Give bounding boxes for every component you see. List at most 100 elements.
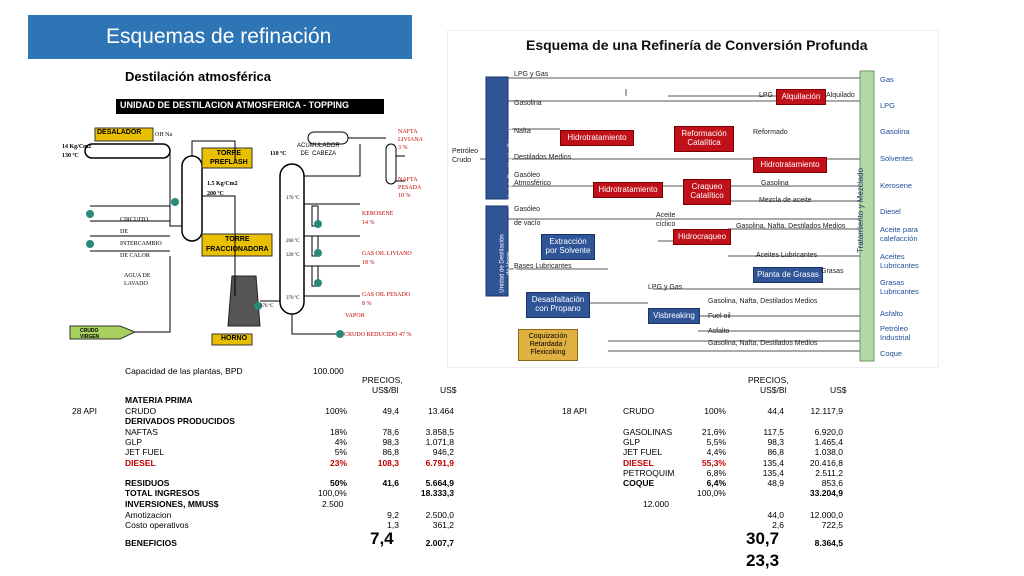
right-row-value: 853,6 (821, 478, 843, 488)
circuito-label: CIRCUITO DE INTERCAMBIO DE CALOR (120, 217, 162, 259)
t130-label: 130 ºC (62, 153, 79, 159)
vapor-label: VAPOR (345, 313, 365, 319)
nafta-pesada-label: NAFTA PESADA 10 % (398, 177, 422, 199)
nafta-liviana-label: NAFTA LIVIANA 3 % (398, 129, 423, 151)
topping-header: UNIDAD DE DESTILACION ATMOSFERICA - TOPP… (120, 100, 350, 110)
output-grasas-lub: Grasas Lubricantes (880, 278, 919, 296)
left-row-price: 41,6 (382, 478, 399, 488)
derivados-label: DERIVADOS PRODUCIDOS (125, 416, 235, 426)
stream-gnd: Gasolina, Nafta, Destilados Medios (736, 223, 846, 230)
left-row-pct: 100% (325, 406, 347, 416)
right-costo-price: 2,6 (772, 520, 784, 530)
craqueo-unit: Craqueo Catalítico (683, 179, 731, 205)
torre-frac-label: TORRE FRACCIONADORA (206, 236, 269, 253)
right-row-value: 1.465,4 (814, 437, 843, 447)
output-aceites-lub: Aceites Lubricantes (880, 252, 919, 270)
planta-grasas-unit: Planta de Grasas (753, 267, 823, 283)
left-row-value: 13.464 (428, 406, 454, 416)
right-row-name: COQUE (623, 478, 655, 488)
gasoil-pesado-label: GAS OIL PESADO 8 % (362, 292, 411, 307)
stream-lpg-gas2: LPG y Gas (648, 284, 683, 291)
stream-gnd2: Gasolina, Nafta, Destilados Medios (708, 298, 818, 305)
torre-preflash-label: TORRE PREFLASH (210, 150, 248, 166)
capacidad-label: Capacidad de las plantas, BPD (125, 366, 243, 376)
stream-gasolina: Gasolina (514, 100, 542, 107)
left-row-name: NAFTAS (125, 427, 158, 437)
right-amort-price: 44,0 (767, 510, 784, 520)
stream-mezcla-aceite: Mezcla de aceite (759, 197, 812, 204)
right-row-price: 86,8 (767, 447, 784, 457)
alquilacion-unit: Alquilación (776, 89, 826, 105)
page-title: Esquemas de refinación (106, 25, 332, 48)
right-row-name: DIESEL (623, 458, 654, 468)
t260-label: 260 ºC (286, 239, 300, 244)
left-amort-value: 2.500,0 (425, 510, 454, 520)
t110-label: 110 ºC (270, 151, 287, 157)
stream-reformado: Reformado (753, 129, 788, 136)
stream-alquilado: Alquilado (826, 92, 855, 99)
inversiones-label: INVERSIONES, MMUS$ (125, 499, 219, 509)
left-row-value: 1.071,8 (425, 437, 454, 447)
left-row-pct: 18% (329, 427, 347, 437)
costo-label: Costo operativos (125, 520, 189, 530)
left-row-pct: 23% (329, 458, 347, 468)
stream-fuel-oil: Fuel oil (708, 313, 731, 320)
right-row-price: 44,4 (767, 406, 784, 416)
output-solventes: Solventes (880, 154, 913, 163)
left-row-pct: 4% (334, 437, 347, 447)
t320-label: 320 ºC (286, 253, 300, 258)
output-gasolina: Gasolina (880, 127, 910, 136)
t370a-label: 370 ºC (286, 296, 300, 301)
left-row-name: RESIDUOS (125, 478, 170, 488)
title-banner: Esquemas de refinación (28, 15, 412, 59)
output-kerosene: Kerosene (880, 181, 913, 190)
output-aceite-calefaccion: Aceite para calefacción (880, 225, 918, 243)
capacidad-value: 100.000 (313, 366, 344, 376)
left-row-price: 78,6 (382, 427, 399, 437)
output-diesel: Diesel (880, 207, 901, 216)
horno-label: HORNO (221, 335, 248, 342)
left-total-pct: 100,0% (318, 488, 347, 498)
crudo-virgen-label: CRUDO VIRGEN (80, 328, 100, 340)
right-row-price: 117,5 (763, 427, 784, 437)
left-row-value: 6.791,9 (425, 458, 454, 468)
refinery-title: Esquema de una Refinería de Conversión P… (526, 37, 868, 53)
stream-lpg-gas: LPG y Gas (514, 71, 549, 78)
right-row-price: 48,9 (767, 478, 784, 488)
left-total-value: 18.333,3 (420, 488, 454, 498)
right-row-pct: 21,6% (701, 427, 726, 437)
ohna-label: OH Na (155, 132, 173, 138)
output-asfalto: Asfalto (880, 309, 903, 318)
t170-label: 170 ºC (286, 196, 300, 201)
stream-gasolina2: Gasolina (761, 180, 789, 187)
right-row-pct: 6,4% (706, 478, 726, 488)
output-lpg: LPG (880, 101, 896, 110)
section-subtitle: Destilación atmosférica (125, 69, 271, 84)
stream-asfalto: Asfalto (708, 328, 730, 335)
right-row-name: GLP (623, 437, 641, 447)
right-row-pct: 100% (704, 406, 726, 416)
stream-lpg: LPG (759, 92, 774, 99)
desalador-label: DESALADOR (97, 129, 142, 136)
right-row-value: 1.038,0 (814, 447, 843, 457)
left-row-price: 86,8 (382, 447, 399, 457)
hidrotratamiento-unit-2: Hidrotratamiento (753, 157, 827, 173)
refinery-diagram: Esquema de una Refinería de Conversión P… (447, 30, 939, 368)
right-row-price: 135,4 (762, 468, 784, 478)
gasoil-liviano-label: GAS OIL LIVIANO 18 % (362, 251, 412, 266)
right-row-value: 20.416,8 (809, 458, 843, 468)
right-row-price: 135,4 (762, 458, 784, 468)
right-row-pct: 4,4% (706, 447, 726, 457)
kerosene-label: KEROSENE 14 % (362, 211, 394, 226)
right-extra-value: 23,3 (746, 551, 780, 570)
t200-label: 200 ºC (207, 191, 224, 197)
stream-gasoleo-vacio: Gasóleo de vacío (514, 206, 541, 227)
right-row-name: CRUDO (623, 406, 655, 416)
tratamiento-label: Tratamiento y Mezclado (856, 167, 866, 254)
materia-prima-label: MATERIA PRIMA (125, 395, 193, 405)
right-row-value: 12.117,9 (810, 406, 843, 416)
left-usbl-header: US$/Bl (372, 385, 399, 395)
beneficios-label: BENEFICIOS (125, 538, 177, 548)
extraccion-unit: Extracción por Solvente (541, 234, 595, 260)
visbreaking-unit: Visbreaking (648, 308, 700, 324)
